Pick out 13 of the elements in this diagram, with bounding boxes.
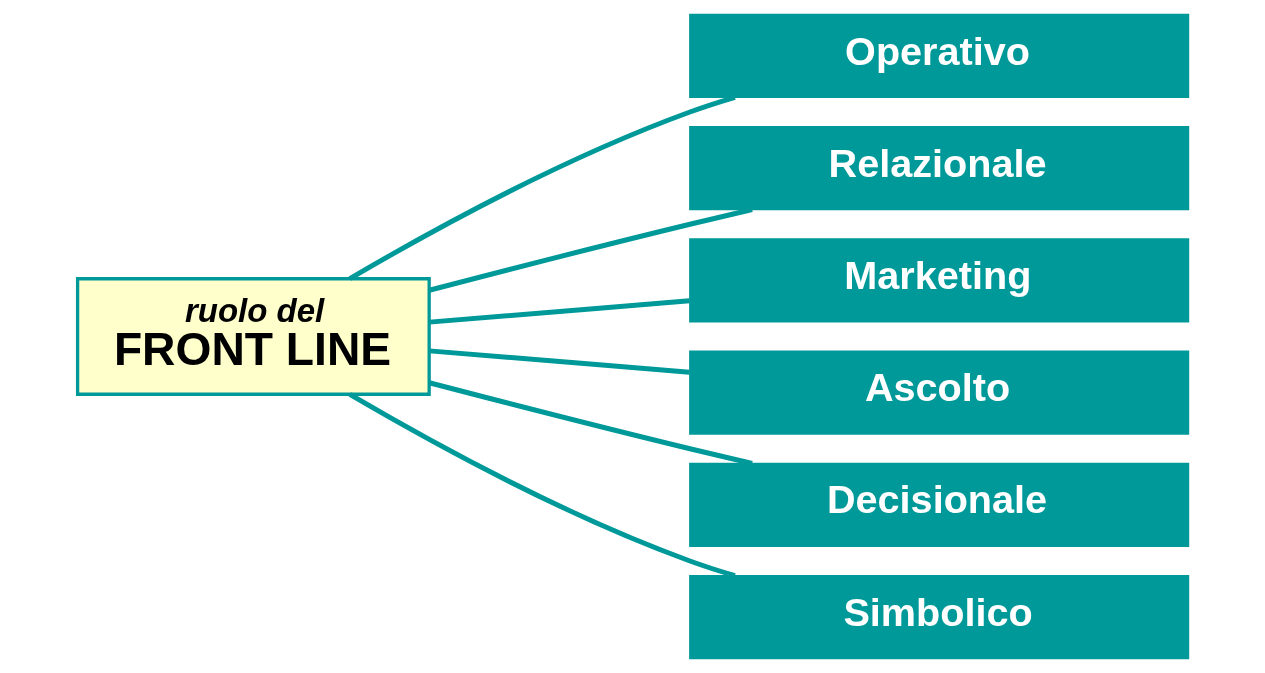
node-box: Ascolto [688,350,1189,435]
connector [428,348,690,375]
node-box: Operativo [688,13,1189,98]
node-box: Simbolico [688,575,1189,660]
connector [348,95,736,281]
connector [428,298,690,325]
node-box: Decisionale [688,462,1189,547]
node-box: Marketing [688,238,1189,323]
connector [428,380,753,466]
connector [348,392,736,578]
connector [428,207,753,293]
node-box: Relazionale [688,126,1189,211]
node-box: ruolo del FRONT LINE [75,277,431,396]
